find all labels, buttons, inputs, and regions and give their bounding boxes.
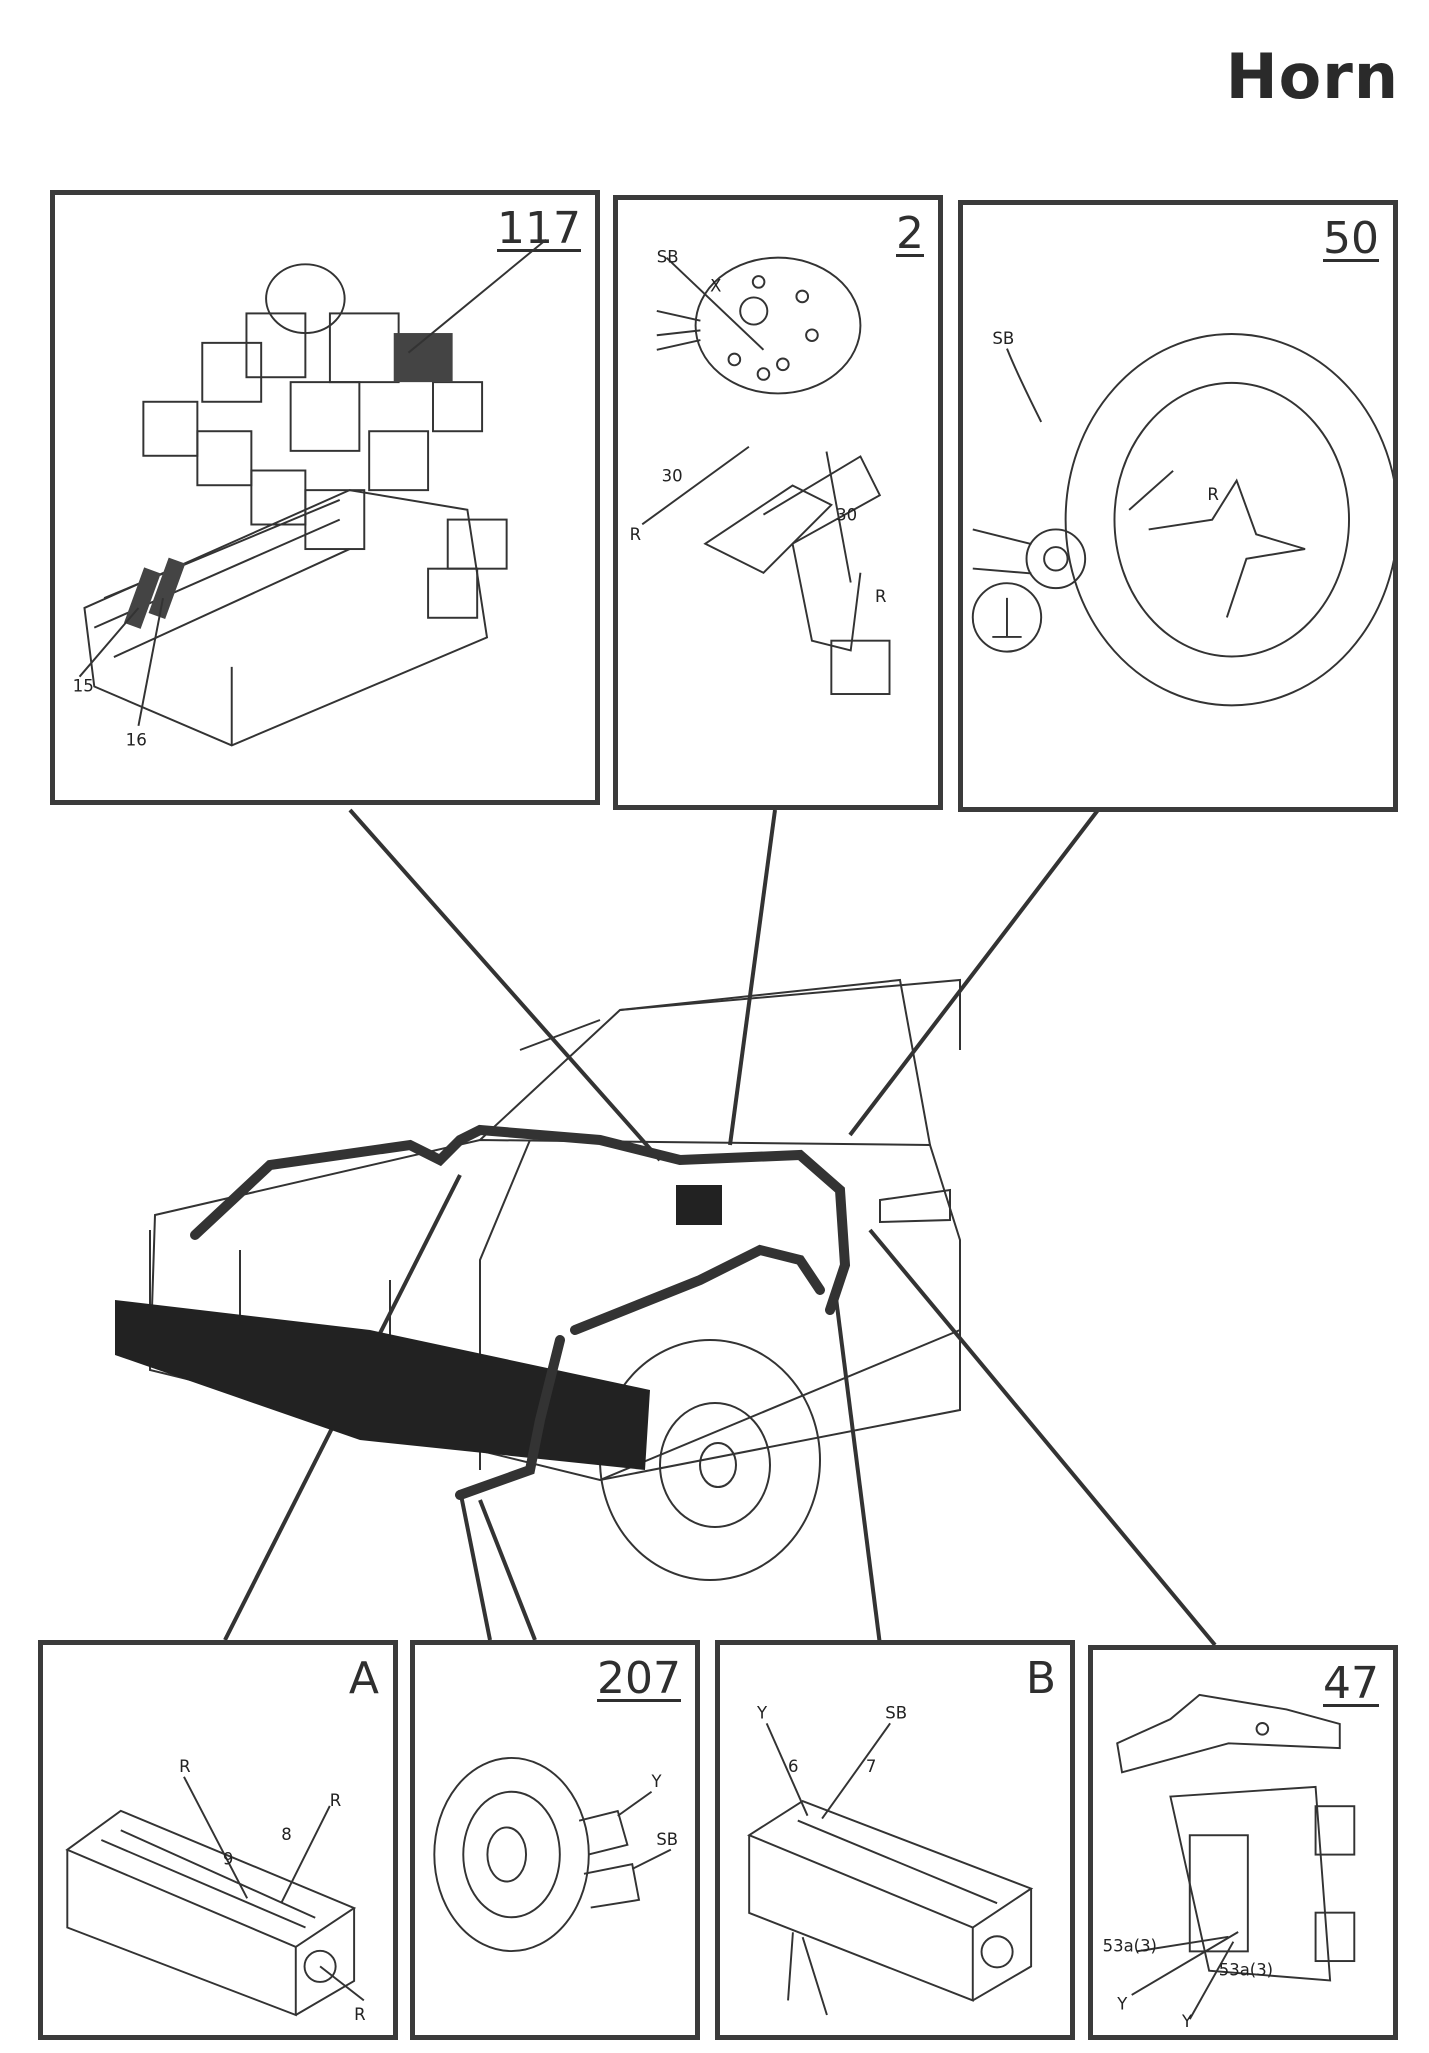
label-sb: SB bbox=[992, 329, 1014, 348]
leader-lines bbox=[223, 808, 1217, 1647]
label-8: 8 bbox=[281, 1825, 292, 1844]
panel-fuse-relay-box: 117 15 16 bbox=[50, 190, 600, 805]
panel-id: 207 bbox=[597, 1653, 681, 1704]
car-body bbox=[148, 978, 961, 1581]
panel-stalk-switch: 47 53a(3) 53a(3) Y Y bbox=[1088, 1645, 1398, 2040]
label-r: R bbox=[630, 525, 641, 544]
panel-id: A bbox=[348, 1653, 379, 1704]
steering-wheel-drawing: SB R bbox=[971, 329, 1393, 707]
page-title: Horn bbox=[1225, 40, 1399, 113]
panel-id: B bbox=[1025, 1653, 1056, 1704]
label-sb: SB bbox=[657, 248, 679, 267]
label-y: Y bbox=[651, 1772, 663, 1791]
panel-id: 50 bbox=[1323, 213, 1379, 264]
connector-b-drawing: Y SB 6 7 bbox=[747, 1703, 1034, 2016]
label-r: R bbox=[1207, 485, 1219, 504]
panel-connector-a: A R 9 8 R R bbox=[38, 1640, 398, 2040]
panel-steering-wheel: 50 SB R bbox=[958, 200, 1398, 812]
connector-a-drawing: R 9 8 R R bbox=[65, 1757, 366, 2024]
panel-ignition-switch: 2 SB X 30 R 30 R bbox=[613, 195, 943, 810]
label-30: 30 bbox=[836, 505, 857, 524]
label-y: Y bbox=[756, 1703, 768, 1722]
label-r: R bbox=[330, 1791, 341, 1810]
bumper-highlight bbox=[115, 1185, 722, 1470]
label-30: 30 bbox=[662, 467, 683, 486]
label-9: 9 bbox=[223, 1849, 234, 1868]
label-53a: 53a(3) bbox=[1103, 1936, 1157, 1955]
label-r: R bbox=[875, 587, 886, 606]
panel-horn: 207 Y SB bbox=[410, 1640, 700, 2040]
label-r: R bbox=[179, 1757, 190, 1776]
label-y: Y bbox=[1181, 2012, 1193, 2031]
label-x: X bbox=[710, 277, 721, 296]
wiring-harness bbox=[190, 1124, 851, 1500]
panel-id: 2 bbox=[896, 208, 924, 259]
panel-id: 47 bbox=[1323, 1658, 1379, 1709]
label-53a: 53a(3) bbox=[1219, 1961, 1273, 1980]
label-y: Y bbox=[1116, 1994, 1128, 2013]
label-15: 15 bbox=[73, 676, 94, 695]
label-16: 16 bbox=[126, 730, 147, 749]
ignition-switch-drawing: SB X 30 R 30 R bbox=[630, 248, 891, 695]
label-sb: SB bbox=[885, 1703, 907, 1722]
label-sb: SB bbox=[656, 1830, 678, 1849]
fuse-box-drawing: 15 16 bbox=[73, 239, 547, 749]
label-7: 7 bbox=[866, 1757, 877, 1776]
panel-connector-b: B Y SB 6 7 bbox=[715, 1640, 1075, 2040]
stalk-switch-drawing: 53a(3) 53a(3) Y Y bbox=[1103, 1693, 1356, 2031]
label-r: R bbox=[354, 2005, 365, 2024]
label-6: 6 bbox=[788, 1757, 799, 1776]
horn-drawing: Y SB bbox=[433, 1756, 678, 1952]
